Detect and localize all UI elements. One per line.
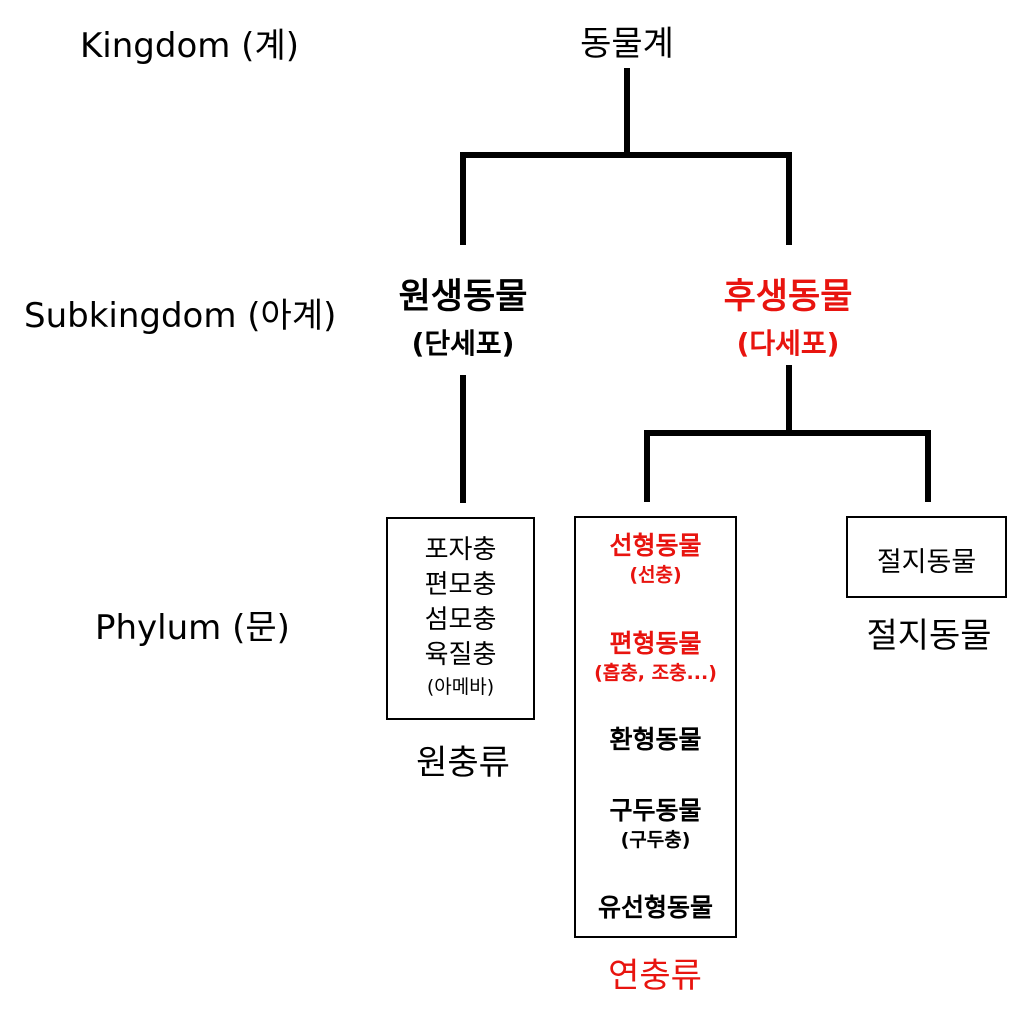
metazoa-node: 후생동물 [723,277,853,317]
root-stem-line [624,68,630,156]
helminth-caption: 연충류 [608,956,702,996]
helminth-entry-name: 편형동물 [609,629,702,658]
helminth-phylum-box: 선형동물 (선충) 편형동물 (흡충, 조충...) 환형동물 구두동물 (구두… [574,516,737,938]
helminth-entry-sub: (흡충, 조충...) [594,662,717,684]
helminth-entry-sub: (구두충) [620,829,691,851]
helminth-entry-annelida: 환형동물 [576,724,735,756]
arthropod-item: 절지동물 [876,547,977,578]
protozoa-node: 원생동물 [398,277,528,317]
protozoa-subtitle: (단세포) [411,327,515,360]
protozoa-phylum-box: 포자충 편모충 섬모충 육질충 (아메바) [386,517,535,720]
protozoa-stem-line [460,375,466,503]
protozoa-item: 육질충 [424,640,497,670]
helminth-entry-name: 선형동물 [609,531,702,560]
root-branch-line [460,152,792,158]
metazoa-subtitle: (다세포) [736,327,840,360]
metazoa-branch-line [644,430,931,436]
phylum-level-label: Phylum (문) [95,608,290,648]
protozoa-item: 편모충 [424,570,497,600]
protozoa-drop-line [460,152,466,245]
protozoa-caption: 원충류 [416,743,510,783]
helminth-entry-name: 환형동물 [609,725,702,754]
helminth-entry-acanthocephala: 구두동물 (구두충) [576,795,735,853]
helminth-entry-name: 유선형동물 [597,893,713,922]
protozoa-note: (아메바) [426,676,495,698]
arthropod-phylum-box: 절지동물 [846,516,1007,598]
kingdom-level-label: Kingdom (계) [80,26,299,66]
metazoa-drop-line [786,152,792,245]
helminth-entry-name: 구두동물 [609,796,702,825]
protozoa-item: 포자충 [424,535,497,565]
arthropod-caption: 절지동물 [866,616,992,656]
helminth-entry-nematoda: 선형동물 (선충) [576,530,735,588]
helminth-drop-line [644,430,650,502]
metazoa-stem-line [786,365,792,435]
helminth-entry-nematomorpha: 유선형동물 [576,892,735,924]
kingdom-node: 동물계 [580,24,674,64]
helminth-entry-platyhelminthes: 편형동물 (흡충, 조충...) [576,628,735,686]
subkingdom-level-label: Subkingdom (아계) [24,296,337,336]
protozoa-item: 섬모충 [424,605,497,635]
arthropod-drop-line [925,430,931,502]
helminth-entry-sub: (선충) [629,564,682,586]
